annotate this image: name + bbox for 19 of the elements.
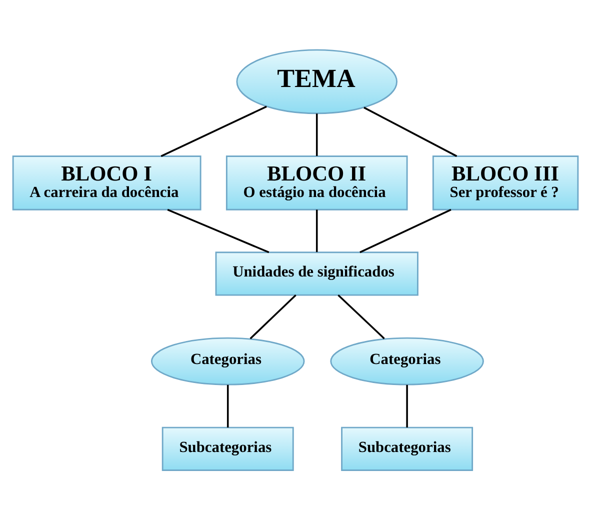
node-ellipse: Categorias: [330, 337, 484, 386]
connector: [226, 384, 229, 428]
connector: [338, 294, 385, 340]
node-box: Unidades de significados: [215, 252, 418, 296]
connector: [364, 106, 458, 157]
connector: [406, 384, 408, 428]
connector: [316, 114, 318, 156]
connector: [167, 208, 270, 254]
node-box: BLOCO I A carreira da docência: [12, 156, 202, 210]
connector: [160, 106, 267, 157]
connector: [316, 210, 318, 252]
node-box: BLOCO III Ser professor é ?: [432, 156, 579, 210]
node-ellipse: Categorias: [150, 337, 305, 386]
node-ellipse: TEMA: [236, 49, 398, 114]
node-box: Subcategorias: [341, 426, 474, 471]
connector: [360, 208, 452, 254]
node-box: Subcategorias: [162, 426, 294, 471]
node-box: BLOCO II O estágio na docência: [226, 156, 408, 210]
connector: [250, 294, 296, 340]
